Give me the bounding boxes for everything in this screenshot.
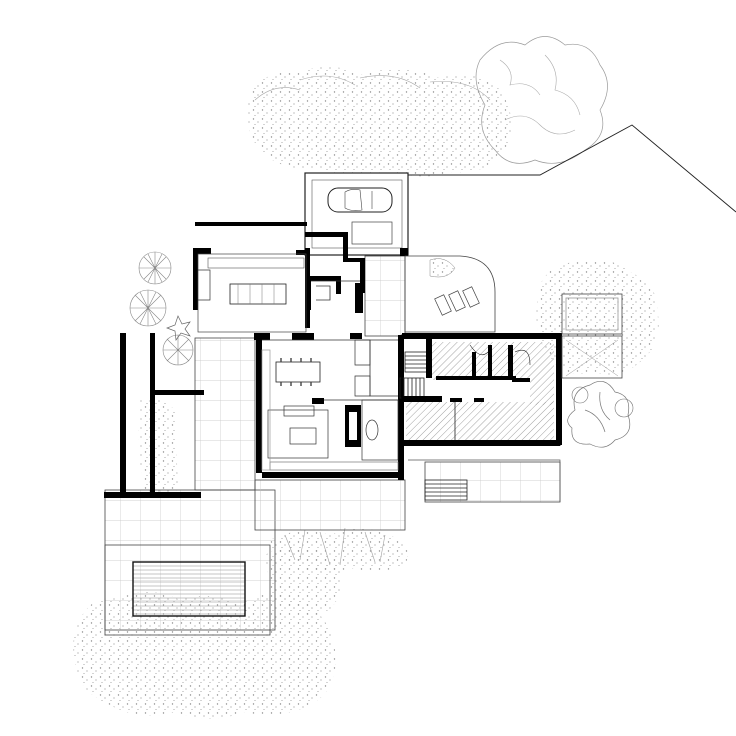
south-shrub-row-icon — [270, 527, 408, 573]
west-foliage-icon — [138, 398, 178, 495]
interior-partitions — [262, 280, 398, 401]
lounger-icon — [434, 286, 480, 316]
northeast-tree-outline-icon — [475, 36, 608, 164]
stairs-icon — [399, 351, 468, 501]
tree-icon — [571, 386, 634, 418]
entry-court-paving — [364, 255, 406, 337]
garage — [304, 172, 409, 256]
tree-icon — [162, 334, 194, 366]
living-room-furniture — [261, 349, 399, 471]
kitchen — [197, 253, 307, 333]
car-icon — [327, 187, 393, 213]
east-foliage-icon — [536, 259, 659, 375]
tree-icon — [166, 315, 191, 341]
west-wing-walls — [104, 222, 408, 498]
property-boundary-line — [408, 124, 736, 213]
north-foliage-icon — [246, 66, 512, 177]
tree-icon — [138, 251, 172, 285]
east-terrace-paving — [424, 461, 561, 503]
tree-icon — [567, 380, 631, 448]
fireplace — [345, 405, 361, 447]
swimming-pool — [104, 544, 271, 636]
west-terrace-paving — [194, 337, 256, 491]
south-terrace-paving — [254, 479, 406, 531]
east-wing — [401, 333, 562, 502]
east-terrace-planter — [561, 293, 623, 379]
east-courtyard — [404, 255, 496, 333]
dining-table — [275, 358, 321, 386]
tree-icon — [129, 289, 167, 327]
